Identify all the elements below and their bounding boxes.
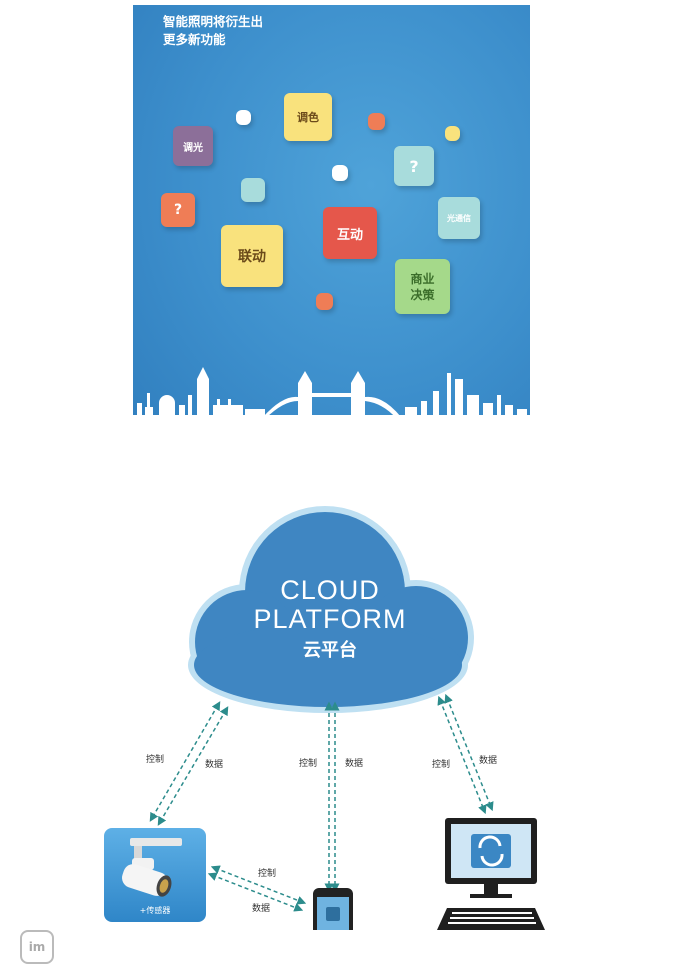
tile-guangtongxin: 光通信	[438, 197, 480, 239]
label-center-control: 控制	[299, 759, 318, 769]
track-spotlight-icon	[122, 838, 182, 897]
label-left-data: 数据	[205, 760, 224, 770]
label-sensor-phone-control: 控制	[258, 869, 277, 879]
deco-square-orange-2	[316, 293, 333, 310]
deco-square-yellow	[445, 126, 460, 141]
deco-square-white	[236, 110, 251, 125]
city-skyline	[133, 367, 530, 455]
tile-tiaose: 调色	[284, 93, 332, 141]
deco-square-white-2	[332, 165, 348, 181]
link-cloud-computer-b	[444, 693, 494, 812]
tile-question-teal: ?	[394, 146, 434, 186]
link-sensor-phone-b	[207, 872, 304, 912]
poster-heading-line1: 智能照明将衍生出	[163, 14, 264, 29]
poster-heading: 智能照明将衍生出 更多新功能	[163, 13, 263, 49]
tile-shangye-line1: 商业	[410, 271, 435, 286]
poster-heading-line2: 更多新功能	[163, 32, 226, 47]
deco-square-orange	[368, 113, 385, 130]
tile-question-orange: ?	[161, 193, 195, 227]
link-cloud-computer-a	[437, 695, 487, 815]
cloud-title-line3: 云平台	[303, 640, 357, 661]
tile-liandong: 联动	[221, 225, 283, 287]
desktop-computer-icon	[437, 818, 545, 930]
label-sensor-phone-data: 数据	[252, 904, 271, 914]
label-right-control: 控制	[432, 760, 451, 770]
link-cloud-sensor-b	[157, 706, 229, 826]
watermark-logo: im	[20, 930, 54, 964]
tile-tiaoguang: 调光	[173, 126, 213, 166]
cloud-shape	[188, 506, 474, 713]
cloud-title-line2: PLATFORM	[253, 604, 407, 634]
cloud-title-line1: CLOUD	[280, 575, 380, 605]
sensor-card: +传感器	[104, 828, 206, 922]
label-right-data: 数据	[479, 756, 498, 766]
deco-square-teal	[241, 178, 265, 202]
tile-shangye-juece: 商业 决策	[395, 259, 450, 314]
label-left-control: 控制	[146, 755, 165, 765]
tile-shangye-line2: 决策	[410, 287, 435, 302]
smartphone-icon	[313, 888, 353, 930]
label-center-data: 数据	[345, 759, 364, 769]
sensor-label: +传感器	[139, 906, 171, 915]
smart-lighting-poster: 智能照明将衍生出 更多新功能 调色 调光 ? ? 光通信 互动 联动 商业 决策	[133, 5, 530, 455]
cloud-diagram	[149, 506, 545, 930]
tile-hudong: 互动	[323, 207, 377, 259]
